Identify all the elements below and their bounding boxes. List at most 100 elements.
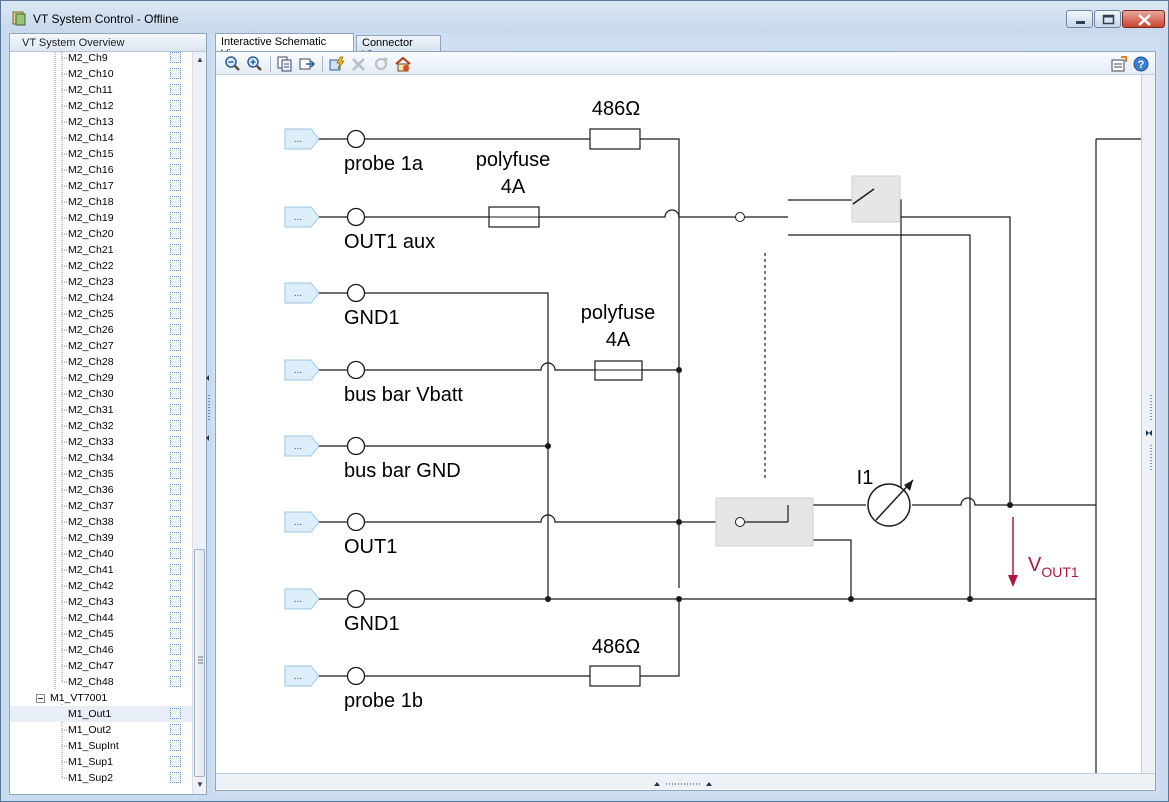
minimize-button[interactable] — [1066, 10, 1093, 28]
channel-status-icon[interactable] — [170, 388, 181, 399]
pin-terminal[interactable] — [346, 129, 366, 149]
tree-item-output[interactable]: M1_Out1 — [10, 706, 192, 722]
tree-item-channel[interactable]: M2_Ch47 — [10, 658, 192, 674]
tree-item-channel[interactable]: M2_Ch11 — [10, 82, 192, 98]
channel-status-icon[interactable] — [170, 644, 181, 655]
tree-item-channel[interactable]: M2_Ch38 — [10, 514, 192, 530]
tree-item-channel[interactable]: M2_Ch31 — [10, 402, 192, 418]
pin-terminal[interactable] — [346, 436, 366, 456]
pin-terminal[interactable] — [346, 283, 366, 303]
channel-status-icon[interactable] — [170, 612, 181, 623]
tree-item-channel[interactable]: M2_Ch17 — [10, 178, 192, 194]
tree-item-channel[interactable]: M2_Ch23 — [10, 274, 192, 290]
tree-item-channel[interactable]: M2_Ch26 — [10, 322, 192, 338]
scroll-down-icon[interactable]: ▼ — [196, 780, 204, 789]
port-button[interactable] — [284, 435, 320, 457]
channel-status-icon[interactable] — [170, 180, 181, 191]
tree-item-channel[interactable]: M2_Ch25 — [10, 306, 192, 322]
tree-item-channel[interactable]: M2_Ch21 — [10, 242, 192, 258]
tree-item-channel[interactable]: M2_Ch28 — [10, 354, 192, 370]
tree-item-channel[interactable]: M2_Ch45 — [10, 626, 192, 642]
tree-item-channel[interactable]: M2_Ch33 — [10, 434, 192, 450]
channel-status-icon[interactable] — [170, 404, 181, 415]
channel-status-icon[interactable] — [170, 148, 181, 159]
channel-status-icon[interactable] — [170, 68, 181, 79]
tree-item-channel[interactable]: M2_Ch9 — [10, 52, 192, 66]
port-button[interactable] — [284, 511, 320, 533]
disconnect-icon[interactable] — [350, 55, 368, 73]
canvas-horizontal-scrollbar[interactable] — [216, 773, 1155, 789]
close-button[interactable] — [1122, 10, 1165, 28]
tree-item-channel[interactable]: M2_Ch22 — [10, 258, 192, 274]
channel-status-icon[interactable] — [170, 548, 181, 559]
channel-status-icon[interactable] — [170, 100, 181, 111]
port-button[interactable] — [284, 665, 320, 687]
maximize-button[interactable] — [1094, 10, 1121, 28]
tree-item-channel[interactable]: M2_Ch18 — [10, 194, 192, 210]
channel-status-icon[interactable] — [170, 244, 181, 255]
pin-terminal[interactable] — [346, 207, 366, 227]
channel-status-icon[interactable] — [170, 740, 181, 751]
port-button[interactable] — [284, 282, 320, 304]
zoom-out-icon[interactable] — [224, 55, 242, 73]
zoom-in-icon[interactable] — [246, 55, 264, 73]
title-bar[interactable]: VT System Control - Offline — [1, 1, 1168, 33]
channel-status-icon[interactable] — [170, 660, 181, 671]
scroll-thumb[interactable] — [194, 549, 205, 777]
tree-item-channel[interactable]: M2_Ch35 — [10, 466, 192, 482]
channel-status-icon[interactable] — [170, 372, 181, 383]
channel-status-icon[interactable] — [170, 628, 181, 639]
tree-item-channel[interactable]: M2_Ch44 — [10, 610, 192, 626]
tree-item-channel[interactable]: M2_Ch19 — [10, 210, 192, 226]
tree-item-channel[interactable]: M2_Ch16 — [10, 162, 192, 178]
tree-item-channel[interactable]: M2_Ch30 — [10, 386, 192, 402]
channel-status-icon[interactable] — [170, 564, 181, 575]
properties-icon[interactable] — [1110, 55, 1128, 73]
tree-item-channel[interactable]: M2_Ch14 — [10, 130, 192, 146]
copy-icon[interactable] — [276, 55, 294, 73]
channel-status-icon[interactable] — [170, 596, 181, 607]
pin-terminal[interactable] — [346, 512, 366, 532]
tree-item-channel[interactable]: M2_Ch36 — [10, 482, 192, 498]
tree-item-channel[interactable]: M2_Ch32 — [10, 418, 192, 434]
channel-status-icon[interactable] — [170, 196, 181, 207]
channel-status-icon[interactable] — [170, 276, 181, 287]
channel-status-icon[interactable] — [170, 228, 181, 239]
pin-terminal[interactable] — [346, 666, 366, 686]
ammeter-icon[interactable] — [867, 479, 914, 527]
tree-item-channel[interactable]: M2_Ch29 — [10, 370, 192, 386]
tree-item-channel[interactable]: M2_Ch43 — [10, 594, 192, 610]
port-button[interactable] — [284, 128, 320, 150]
collapse-icon[interactable] — [36, 694, 45, 703]
apply-icon[interactable] — [328, 55, 346, 73]
resistor-bottom[interactable] — [589, 665, 641, 687]
channel-status-icon[interactable] — [170, 132, 181, 143]
tree-item-channel[interactable]: M2_Ch40 — [10, 546, 192, 562]
channel-status-icon[interactable] — [170, 676, 181, 687]
tree-item-channel[interactable]: M2_Ch15 — [10, 146, 192, 162]
tree-item-channel[interactable]: M2_Ch24 — [10, 290, 192, 306]
tree-item-channel[interactable]: M2_Ch34 — [10, 450, 192, 466]
splitter-grip[interactable] — [206, 371, 212, 451]
channel-status-icon[interactable] — [170, 420, 181, 431]
tree-item-channel[interactable]: M2_Ch13 — [10, 114, 192, 130]
schematic-canvas[interactable]: ...probe 1a...OUT1 aux...GND1...bus bar … — [215, 75, 1156, 791]
tree-item-channel[interactable]: M2_Ch12 — [10, 98, 192, 114]
tree-item-channel[interactable]: M2_Ch27 — [10, 338, 192, 354]
channel-status-icon[interactable] — [170, 772, 181, 783]
channel-status-icon[interactable] — [170, 468, 181, 479]
tree-item-channel[interactable]: M2_Ch10 — [10, 66, 192, 82]
channel-status-icon[interactable] — [170, 580, 181, 591]
canvas-vertical-scrollbar[interactable] — [1141, 75, 1155, 773]
tree-scrollbar[interactable]: ▲ ▼ — [192, 52, 206, 794]
channel-status-icon[interactable] — [170, 52, 181, 63]
channel-status-icon[interactable] — [170, 724, 181, 735]
resistor-top[interactable] — [589, 128, 641, 150]
channel-status-icon[interactable] — [170, 756, 181, 767]
pin-terminal[interactable] — [346, 589, 366, 609]
channel-status-icon[interactable] — [170, 484, 181, 495]
channel-status-icon[interactable] — [170, 84, 181, 95]
home-icon[interactable] — [394, 55, 412, 73]
tree-item-output[interactable]: M1_SupInt — [10, 738, 192, 754]
